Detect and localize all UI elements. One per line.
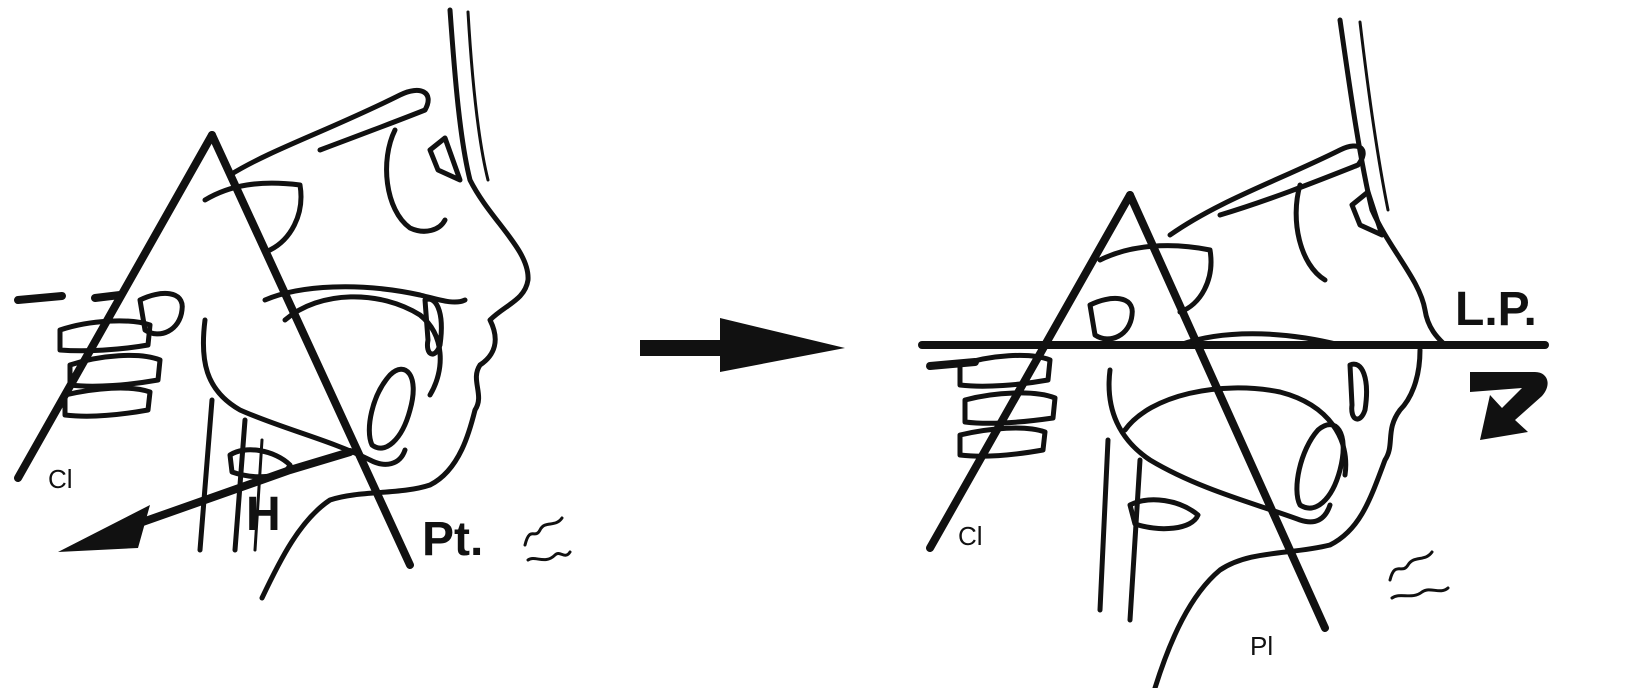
right-skull-curve-2 (1296, 185, 1325, 280)
left-nasal-marker (430, 138, 460, 180)
left-label-pt: Pt. (422, 513, 483, 566)
left-vector-arrowhead (58, 505, 150, 552)
left-chin (369, 369, 413, 448)
right-odontoid (1090, 298, 1132, 338)
right-tooth (1350, 364, 1367, 419)
right-vertebra-3 (960, 428, 1045, 456)
right-neck-line-2 (1130, 460, 1140, 620)
left-neck-line-1 (200, 400, 212, 550)
arrow-head-icon (720, 318, 845, 372)
left-signature (525, 518, 570, 560)
right-label-lp: L.P. (1455, 283, 1537, 336)
left-figure: Cl H Pt. (18, 10, 570, 598)
right-spine-dash (930, 362, 975, 366)
left-spine-dash (18, 296, 62, 300)
right-neck-line-1 (1100, 440, 1108, 610)
right-label-pt: Pl (1250, 631, 1273, 661)
left-vertebra-3 (65, 388, 150, 416)
rotation-arrow-icon (1470, 372, 1548, 440)
right-chin (1297, 425, 1343, 509)
left-skull-curve (230, 90, 428, 175)
right-hyoid (1130, 500, 1198, 529)
transition-arrow (640, 318, 845, 372)
left-face-profile-inner (468, 12, 488, 180)
left-label-h: H (246, 488, 281, 541)
left-odontoid (140, 293, 182, 333)
right-label-c1: Cl (958, 521, 983, 551)
right-skull-curve (1170, 146, 1363, 235)
right-face-profile (1340, 20, 1445, 345)
right-figure: L.P. Cl Pl (922, 20, 1548, 688)
left-pt-line (212, 135, 410, 565)
right-signature (1390, 552, 1448, 598)
left-label-c1: Cl (48, 464, 73, 494)
